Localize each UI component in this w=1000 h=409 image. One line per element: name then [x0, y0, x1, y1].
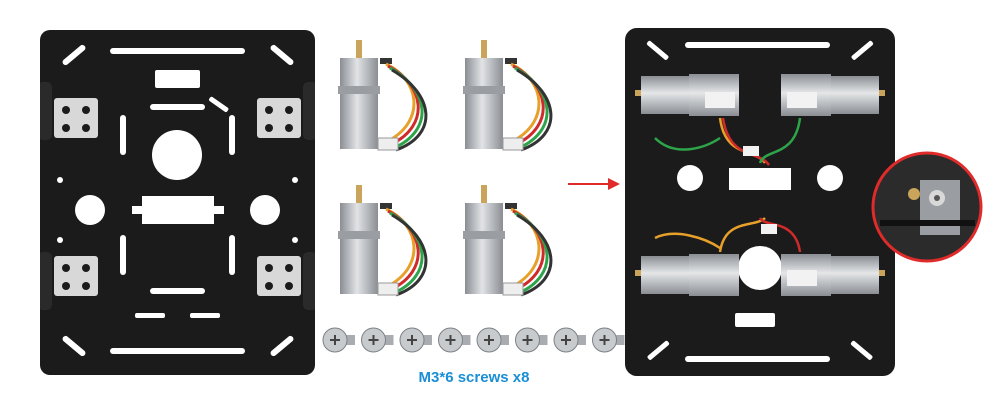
screw-icon: [553, 327, 586, 353]
assembled-chassis: [625, 28, 895, 376]
screw-icon: [361, 327, 394, 353]
screw-icon: [476, 327, 509, 353]
screw-icon: [322, 327, 355, 353]
arrow-right-icon: [568, 178, 620, 190]
screw-icon: [515, 327, 548, 353]
screws-row: [322, 327, 625, 353]
screw-detail-zoom: [871, 151, 983, 263]
screw-icon: [399, 327, 432, 353]
screw-icon: [438, 327, 471, 353]
chassis-plate: [40, 30, 315, 375]
screws-caption: M3*6 screws x8: [418, 369, 530, 386]
screw-icon: [592, 327, 625, 353]
gear-motors: [336, 40, 553, 297]
